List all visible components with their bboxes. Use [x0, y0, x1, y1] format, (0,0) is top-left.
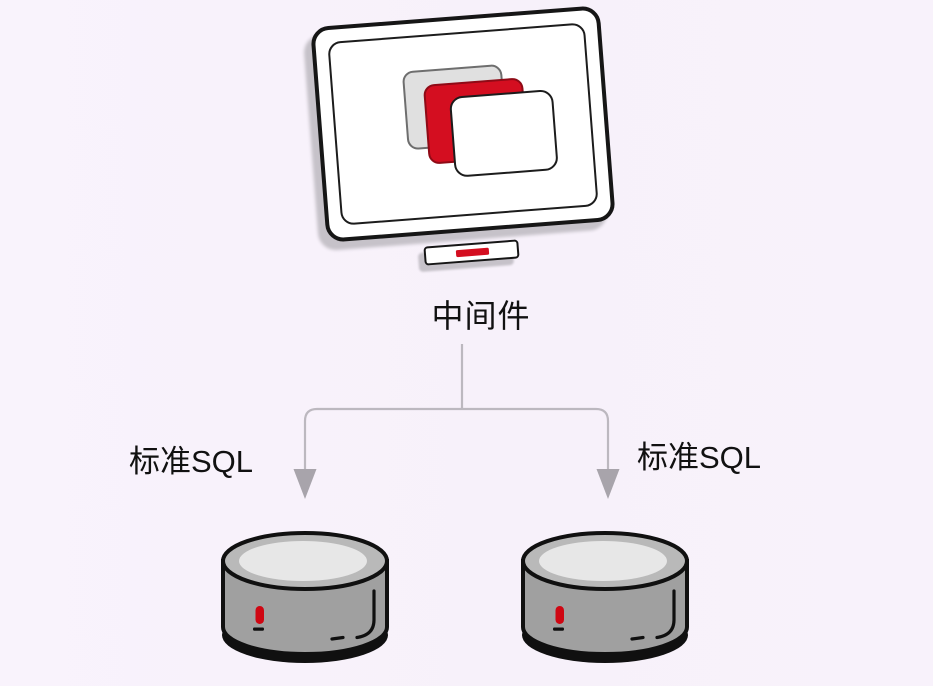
- monitor-stand-icon: [423, 239, 520, 266]
- led-indicator-icon: [555, 606, 564, 624]
- middleware-icon: [310, 5, 616, 243]
- led-dash-mark: [553, 627, 564, 631]
- cylinder-detail-dash: [330, 635, 345, 641]
- led-dash-mark: [253, 627, 264, 631]
- middleware-label: 中间件: [431, 298, 531, 334]
- arrow-down-left-icon: [293, 469, 317, 499]
- connector-branch-line: [303, 407, 610, 473]
- cylinder-detail-curve: [355, 589, 376, 640]
- sql-label-right: 标准SQL: [637, 440, 762, 475]
- cylinder-top-surface: [239, 541, 367, 581]
- window-card-front-icon: [448, 89, 559, 178]
- led-indicator-icon: [255, 606, 264, 624]
- database-right-icon: [521, 531, 689, 663]
- cylinder-top-surface: [539, 541, 667, 581]
- arrow-down-right-icon: [596, 469, 620, 499]
- sql-label-left: 标准SQL: [129, 444, 254, 479]
- database-left-icon: [221, 531, 389, 663]
- stand-red-indicator-icon: [455, 247, 490, 257]
- monitor-frame-icon: [310, 5, 616, 243]
- cylinder-detail-dash: [630, 635, 645, 641]
- cylinder-detail-curve: [655, 589, 676, 640]
